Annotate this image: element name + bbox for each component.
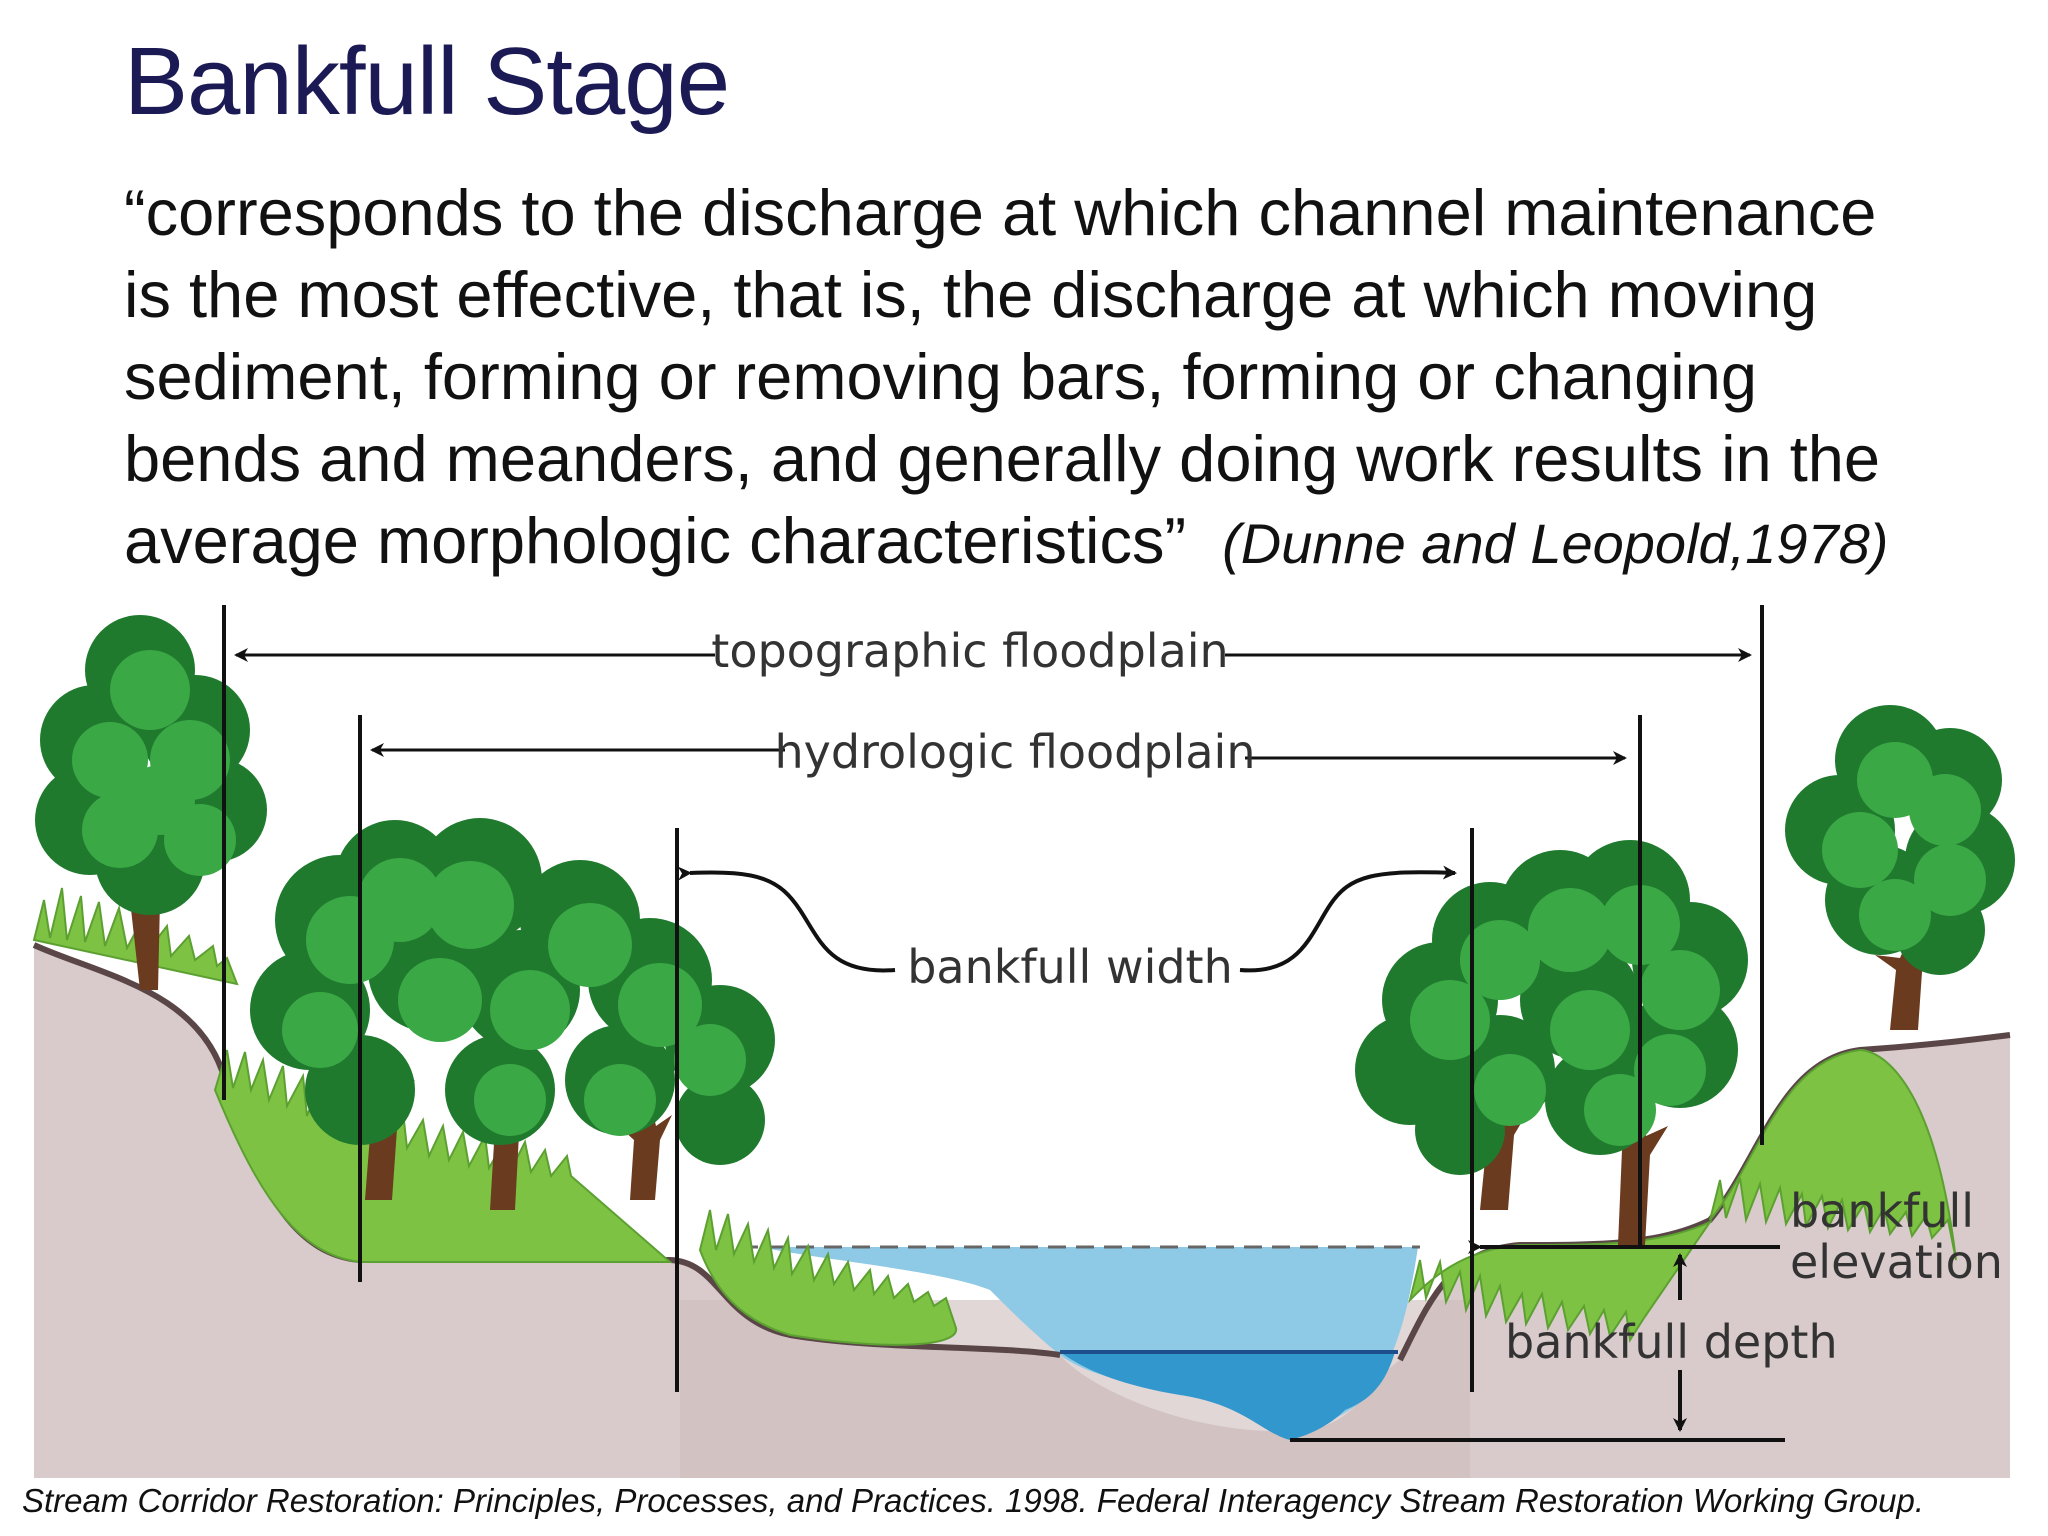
- bankfull-elevation-label-2: elevation: [1790, 1235, 2003, 1289]
- source-footer: Stream Corridor Restoration: Principles,…: [22, 1482, 1924, 1519]
- quote-line-last: average morphologic characteristics” (Dun…: [124, 500, 2024, 585]
- bankfull-elevation-label-1: bankfull: [1790, 1184, 1974, 1238]
- bankfull-width-arrow-left: [677, 866, 896, 973]
- quote-line: “corresponds to the discharge at which c…: [124, 176, 1877, 249]
- topographic-floodplain-label: topographic floodplain: [711, 624, 1228, 678]
- bankfull-width-arrow-right: [1239, 865, 1457, 973]
- tree-group-left: [250, 818, 775, 1210]
- quote-line: bends and meanders, and generally doing …: [124, 422, 1881, 495]
- tree-far-right: [1785, 705, 2015, 1030]
- quote-line: sediment, forming or removing bars, form…: [124, 340, 1757, 413]
- quote-line: average morphologic characteristics”: [124, 504, 1187, 577]
- citation: (Dunne and Leopold,1978): [1222, 512, 1889, 575]
- quote-line: is the most effective, that is, the disc…: [124, 258, 1818, 331]
- bankfull-depth-label: bankfull depth: [1505, 1315, 1838, 1369]
- water-baseflow: [1060, 1352, 1395, 1440]
- tree-far-left: [35, 615, 267, 990]
- ground-cross-section: [34, 945, 2010, 1478]
- grass: [32, 887, 1957, 1346]
- boundary-lines: [222, 605, 1764, 1392]
- tree-group-right: [1355, 840, 1748, 1245]
- hydrologic-floodplain-label: hydrologic floodplain: [774, 725, 1255, 779]
- definition-quote: “corresponds to the discharge at which c…: [124, 172, 2024, 585]
- page-title: Bankfull Stage: [124, 28, 730, 135]
- bankfull-width-label: bankfull width: [907, 940, 1233, 994]
